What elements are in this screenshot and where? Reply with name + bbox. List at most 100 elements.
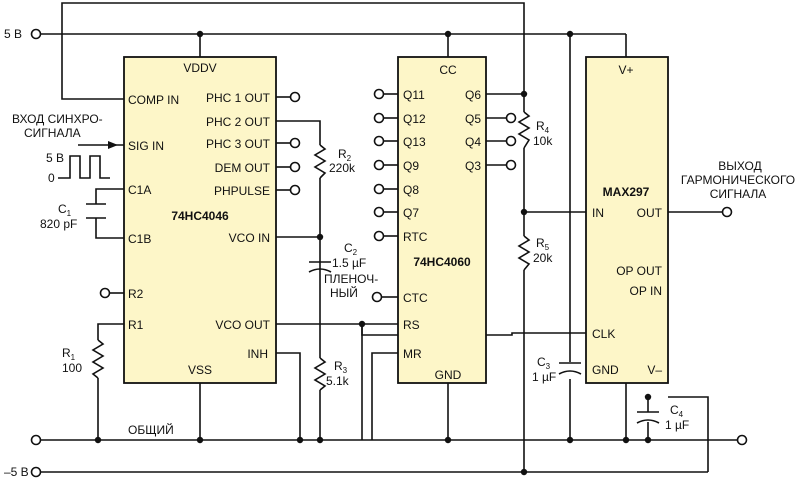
r4-label: R4	[536, 119, 550, 135]
terminal-q9	[373, 159, 385, 171]
wires	[40, 2, 738, 473]
wire-r1-top	[97, 323, 124, 340]
pin-q13: Q13	[403, 135, 426, 149]
chip-name-74hc4046: 74HC4046	[171, 209, 229, 223]
terminal-phc3	[289, 137, 301, 149]
r1-value: 100	[62, 361, 82, 375]
output-label-line2: ГАРМОНИЧЕСКОГО	[681, 173, 795, 187]
capacitor-c1	[86, 203, 106, 219]
resistor-r5	[517, 235, 531, 271]
pin-vplus: V+	[618, 63, 633, 77]
r1-label: R1	[62, 346, 76, 362]
chip-74hc4060	[397, 56, 487, 384]
terminal-q4	[505, 135, 517, 147]
pin-op-in: OP IN	[630, 284, 662, 298]
pin-sig-in: SIG IN	[128, 139, 164, 153]
pin-phc2-out: PHC 2 OUT	[206, 115, 271, 129]
r2-label: R2	[338, 147, 352, 163]
pin-c1b: C1B	[128, 232, 151, 246]
pin-q8: Q8	[403, 183, 419, 197]
pin-q4: Q4	[465, 135, 481, 149]
pin-phpulse: PHPULSE	[214, 184, 270, 198]
input-arrow	[78, 141, 118, 149]
pin-rs: RS	[403, 318, 420, 332]
pin-q5: Q5	[465, 112, 481, 126]
input-label-line1: ВХОД СИНХРО-	[12, 112, 103, 126]
terminal-phpulse	[289, 184, 301, 196]
wire-c1b	[95, 218, 124, 239]
resistor-r4	[517, 111, 531, 149]
terminal-q11	[373, 88, 385, 100]
pin-q3: Q3	[465, 159, 481, 173]
wire-phc2	[276, 120, 321, 145]
pin-inh: INH	[247, 347, 268, 361]
terminal-common-left[interactable]	[30, 434, 42, 446]
pin-cc: CC	[439, 63, 457, 77]
wire-clk	[361, 324, 586, 336]
open-terminals	[30, 28, 748, 478]
c3-label: C3	[537, 355, 551, 371]
chip-name-max297: MAX297	[603, 185, 650, 199]
pin-r1: R1	[128, 318, 144, 332]
output-label-line1: ВЫХОД	[718, 159, 761, 173]
terminal-output[interactable]	[721, 206, 733, 218]
pin-mr: MR	[403, 347, 422, 361]
pin-out: OUT	[637, 206, 663, 220]
pin-vddv: VDDV	[183, 61, 216, 75]
c4-value: 1 µF	[665, 418, 689, 432]
c2-note-line1: ПЛЕНОЧ-	[324, 272, 378, 286]
pin-q11: Q11	[403, 88, 425, 102]
c1-label: C1	[58, 202, 72, 218]
terminal-q5	[505, 112, 517, 124]
junction-dots	[94, 30, 652, 476]
pin-vminus: V–	[647, 363, 662, 377]
capacitor-c2	[308, 261, 332, 273]
r5-value: 20k	[533, 251, 553, 265]
wire-vminus	[668, 396, 709, 472]
c1-value: 820 pF	[40, 217, 77, 231]
terminal-q3	[505, 159, 517, 171]
pulse-waveform	[58, 155, 110, 179]
c2-label: C2	[344, 241, 358, 257]
c3-value: 1 µF	[532, 370, 556, 384]
pin-vco-out: VCO OUT	[215, 318, 270, 332]
c2-note-line2: НЫЙ	[330, 285, 358, 300]
resistor-r3	[313, 357, 327, 391]
pin-vco-in: VCO IN	[229, 231, 270, 245]
pin-q9: Q9	[403, 159, 419, 173]
r5-label: R5	[536, 236, 550, 252]
pin-q12: Q12	[403, 112, 426, 126]
wire-inh	[276, 352, 301, 440]
resistor-r2	[313, 144, 327, 179]
output-label-line3: СИГНАЛА	[710, 187, 767, 201]
pin-r2: R2	[128, 287, 144, 301]
pin-op-out: OP OUT	[616, 264, 662, 278]
label-common: ОБЩИЙ	[128, 422, 174, 437]
wire-c1a	[95, 188, 124, 204]
pulse-level-low: 0	[48, 171, 55, 185]
terminal-common-right[interactable]	[736, 434, 748, 446]
pin-phc1-out: PHC 1 OUT	[206, 91, 271, 105]
pin-ctc: CTC	[403, 291, 428, 305]
pulse-level-high: 5 В	[46, 151, 64, 165]
pin-gnd-u3: GND	[592, 363, 619, 377]
resistor-r1	[91, 339, 105, 379]
terminal-q12	[373, 112, 385, 124]
pin-clk: CLK	[592, 327, 615, 341]
terminal-phc1	[289, 91, 301, 103]
r3-label: R3	[334, 359, 348, 375]
label-plus5: 5 В	[4, 27, 22, 41]
terminal-r2-pin	[99, 287, 111, 299]
pin-gnd-u2: GND	[435, 368, 462, 382]
pin-phc3-out: PHC 3 OUT	[206, 137, 271, 151]
capacitor-c3	[558, 362, 582, 375]
pin-in: IN	[592, 206, 604, 220]
pin-c1a: C1A	[128, 183, 151, 197]
pin-dem-out: DEM OUT	[215, 161, 271, 175]
pin-q7: Q7	[403, 206, 419, 220]
terminal-q8	[373, 183, 385, 195]
input-label-line2: СИГНАЛА	[24, 126, 81, 140]
terminal-minus5[interactable]	[30, 466, 42, 478]
terminal-plus5[interactable]	[30, 28, 42, 40]
